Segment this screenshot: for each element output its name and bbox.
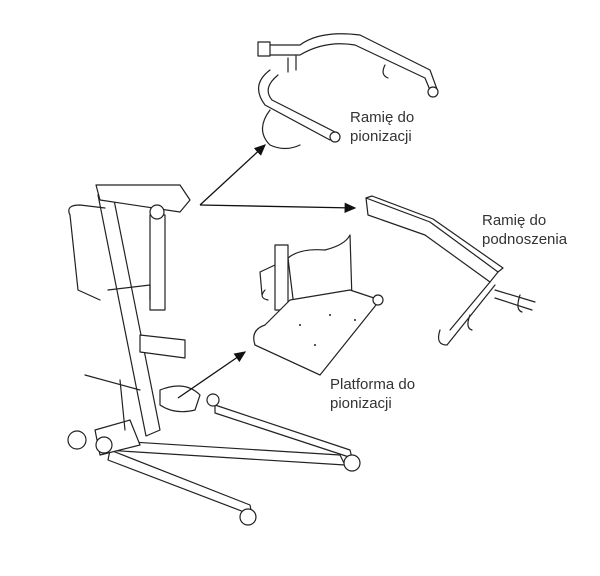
wheel [206, 393, 220, 407]
arrow-to-lifting-arm [199, 202, 357, 213]
label-line: podnoszenia [482, 231, 568, 248]
label-line: pionizacji [350, 128, 412, 145]
arrow-to-standing-platform [177, 351, 247, 399]
lifting-arm-drawing [365, 195, 536, 346]
label-lifting-arm: Ramię do podnoszenia [482, 211, 567, 249]
label-line: pionizacji [330, 395, 392, 412]
wheel [343, 454, 361, 472]
label-line: Ramię do [350, 109, 415, 126]
standing-platform-drawing [253, 234, 384, 376]
arrow-to-standing-arm [199, 144, 266, 206]
wheel [67, 430, 87, 450]
lift-base [67, 393, 361, 526]
label-standing-arm: Ramię do pionizacji [350, 108, 414, 146]
lift-mast [68, 184, 201, 437]
wheel [95, 436, 113, 454]
standing-arm-drawing [257, 33, 439, 150]
label-line: Ramię do [482, 212, 547, 229]
wheel [239, 508, 257, 526]
label-standing-platform: Platforma do pionizacji [330, 375, 415, 413]
label-line: Platforma do [330, 376, 416, 393]
